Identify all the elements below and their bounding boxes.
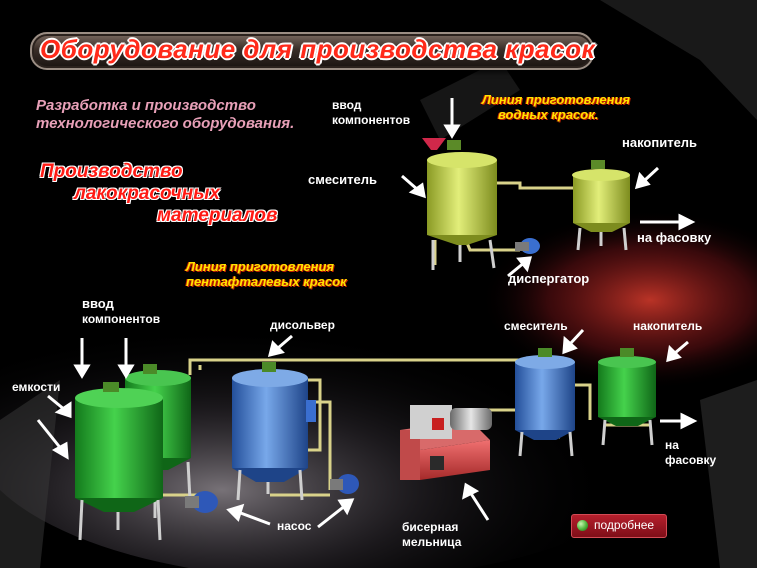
product-line-2: лакокрасочных (74, 183, 220, 204)
title-banner (30, 32, 594, 70)
bullet-icon (577, 520, 588, 531)
penta-line-title-1: Линия приготовления (186, 259, 335, 274)
water-input-label-1: ввод (332, 98, 362, 112)
dissolver-label: дисольвер (270, 318, 335, 332)
penta-input-label-2: компонентов (82, 312, 161, 326)
penta-line-title-2: пентафталевых красок (186, 274, 347, 289)
product-line-1: Производство (40, 161, 183, 182)
product-line-3: материалов (157, 205, 278, 226)
water-disperser-label: диспергатор (508, 271, 590, 286)
more-button[interactable]: подробнее (571, 514, 667, 538)
pump-label: насос (277, 519, 312, 533)
penta-storage-label: накопитель (633, 319, 703, 333)
tanks-label: емкости (12, 380, 61, 394)
more-button-label: подробнее (594, 518, 655, 532)
water-storage-label: накопитель (622, 135, 698, 150)
mill-label-1: бисерная (402, 520, 459, 534)
penta-to-packing-label-2: фасовку (665, 453, 717, 467)
water-to-packing-label: на фасовку (637, 230, 712, 245)
water-line-title-1: Линия приготовления (482, 92, 631, 107)
intro-line-2: технологического оборудования. (36, 115, 295, 132)
intro-line-1: Разработка и производство (36, 97, 256, 114)
penta-mixer-label: смеситель (504, 319, 568, 333)
penta-input-label-1: ввод (82, 296, 114, 311)
water-input-label-2: компонентов (332, 113, 411, 127)
mill-label-2: мельница (402, 535, 462, 549)
page-title: Оборудование для производства красок (40, 34, 596, 64)
penta-to-packing-label-1: на (665, 438, 679, 452)
water-line-title-2: водных красок. (498, 107, 599, 122)
water-mixer-label: смеситель (308, 172, 377, 187)
